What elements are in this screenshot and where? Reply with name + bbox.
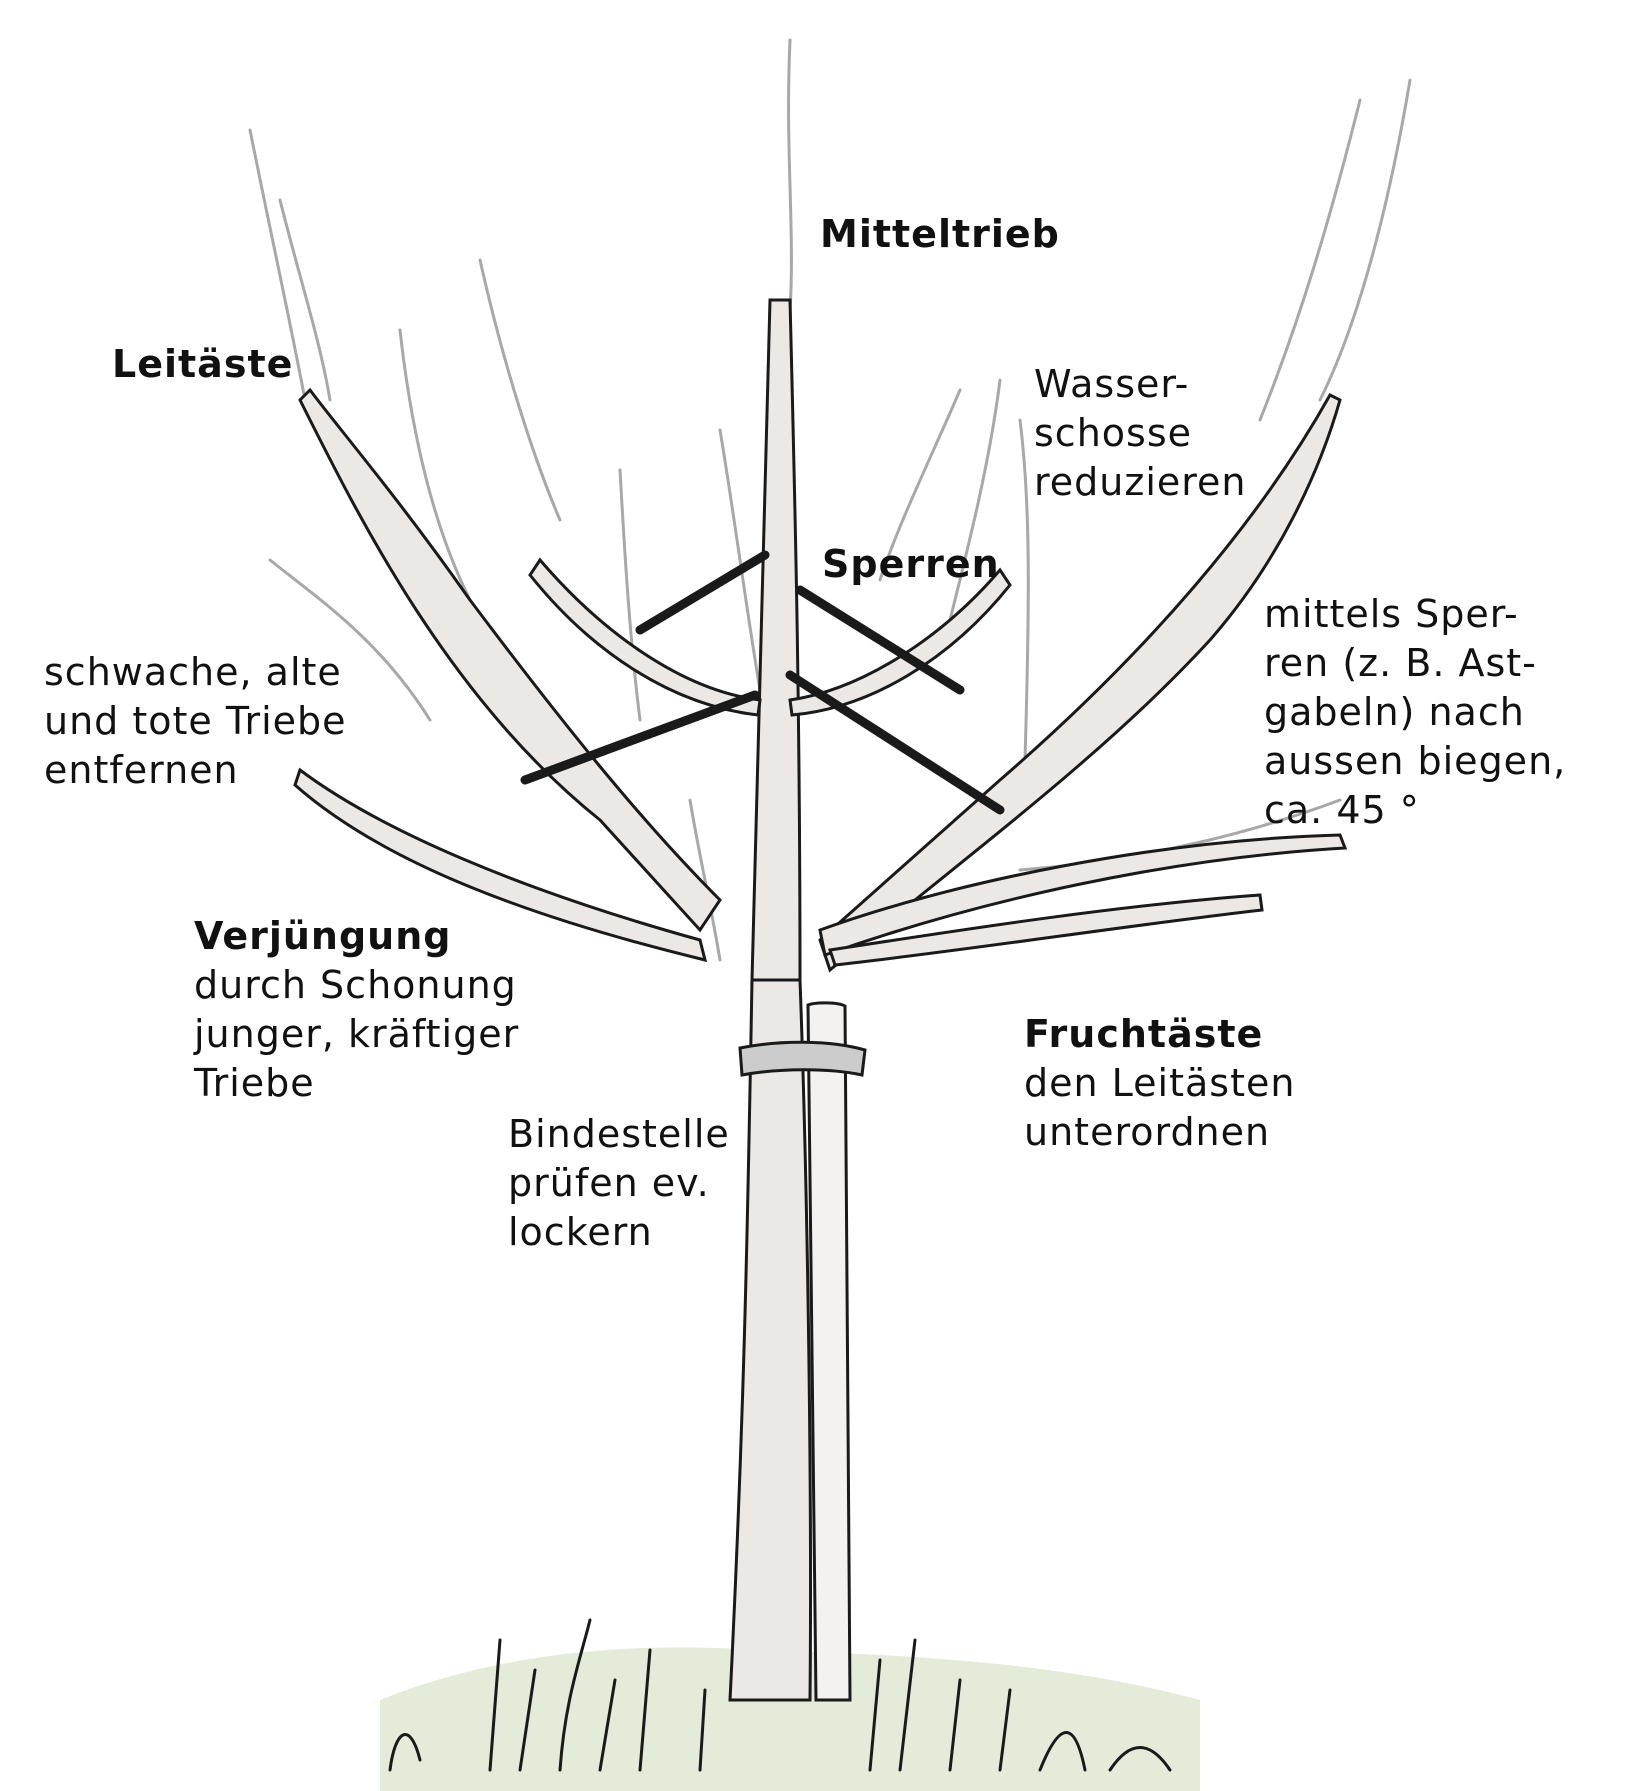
- label-fruchtaeste-line: den Leitästen: [1024, 1059, 1295, 1108]
- label-fruchtaeste-line: unterordnen: [1024, 1108, 1295, 1157]
- label-mitteltrieb-text: Mitteltrieb: [820, 210, 1060, 259]
- label-schwache-line: schwache, alte: [44, 648, 347, 697]
- label-wasserschosse-line: schosse: [1034, 409, 1247, 458]
- label-verjuengung-title: Verjüngung: [194, 912, 519, 961]
- label-bindestelle: Bindestelle prüfen ev. lockern: [508, 1110, 730, 1257]
- label-mittels-line: gabeln) nach: [1264, 688, 1566, 737]
- label-wasserschosse: Wasser- schosse reduzieren: [1034, 360, 1247, 507]
- trunk: [730, 980, 811, 1700]
- label-leitaeste: Leitäste: [112, 340, 293, 389]
- label-sperren-text: Sperren: [822, 540, 1000, 589]
- label-mittels-sperren: mittels Sper- ren (z. B. Ast- gabeln) na…: [1264, 590, 1566, 835]
- label-mittels-line: ca. 45 °: [1264, 786, 1566, 835]
- support-stake: [808, 1003, 850, 1700]
- label-verjuengung-line: junger, kräftiger: [194, 1010, 519, 1059]
- label-fruchtaeste-title: Fruchtäste: [1024, 1010, 1295, 1059]
- tie-band: [740, 1042, 865, 1075]
- label-schwache-line: und tote Triebe: [44, 697, 347, 746]
- label-sperren: Sperren: [822, 540, 1000, 589]
- label-bindestelle-line: Bindestelle: [508, 1110, 730, 1159]
- label-mittels-line: aussen biegen,: [1264, 737, 1566, 786]
- label-mittels-line: mittels Sper-: [1264, 590, 1566, 639]
- label-leitaeste-text: Leitäste: [112, 340, 293, 389]
- label-verjuengung-line: durch Schonung: [194, 961, 519, 1010]
- label-wasserschosse-line: Wasser-: [1034, 360, 1247, 409]
- label-bindestelle-line: prüfen ev.: [508, 1159, 730, 1208]
- label-mittels-line: ren (z. B. Ast-: [1264, 639, 1566, 688]
- label-mitteltrieb: Mitteltrieb: [820, 210, 1060, 259]
- label-fruchtaeste: Fruchtäste den Leitästen unterordnen: [1024, 1010, 1295, 1157]
- label-verjuengung: Verjüngung durch Schonung junger, kräfti…: [194, 912, 519, 1108]
- label-wasserschosse-line: reduzieren: [1034, 458, 1247, 507]
- label-bindestelle-line: lockern: [508, 1208, 730, 1257]
- central-leader: [752, 300, 800, 980]
- label-schwache-line: entfernen: [44, 746, 347, 795]
- label-verjuengung-line: Triebe: [194, 1059, 519, 1108]
- label-schwache-triebe: schwache, alte und tote Triebe entfernen: [44, 648, 347, 795]
